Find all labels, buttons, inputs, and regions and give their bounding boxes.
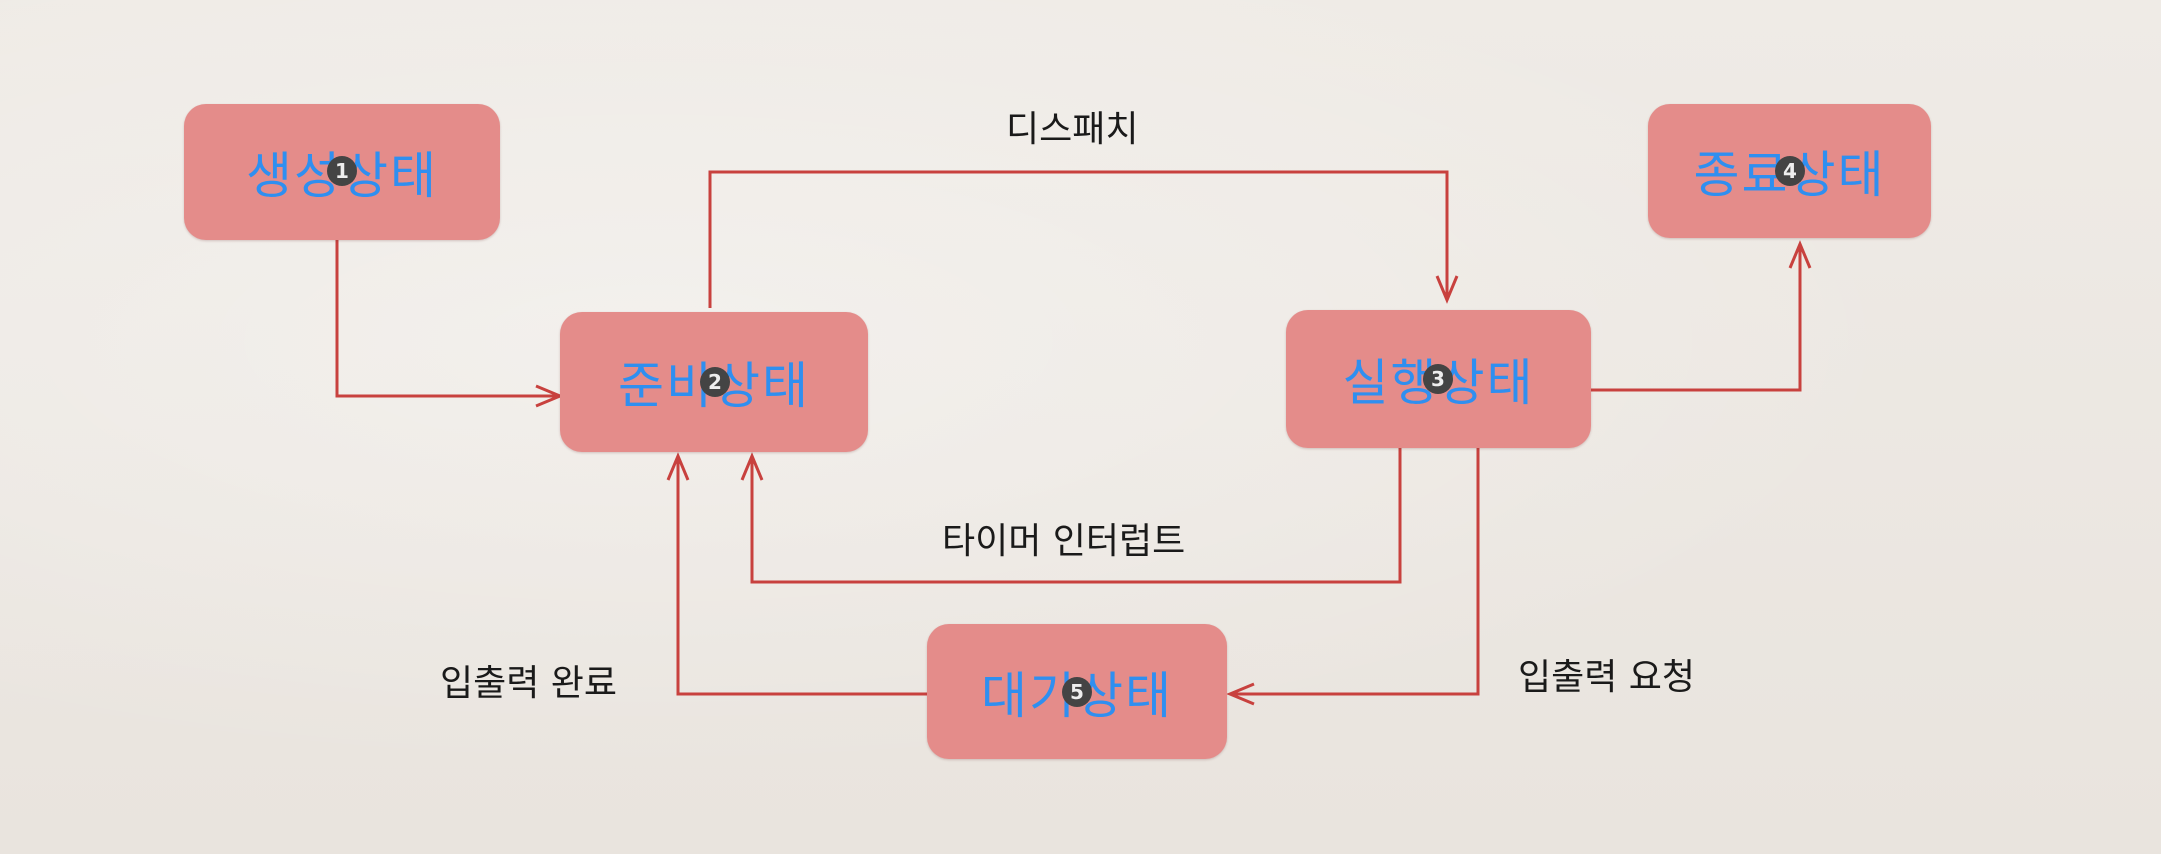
arrow-timer-interrupt: [740, 448, 1402, 584]
arrow-dispatch: [708, 170, 1459, 308]
step-badge-2: 2: [700, 367, 730, 397]
edge-label-io-complete: 입출력 완료: [440, 663, 618, 704]
state-node-terminated: 종료상태 4: [1648, 104, 1931, 238]
arrow-created-to-ready: [335, 240, 564, 408]
step-badge-4: 4: [1775, 156, 1805, 186]
state-node-running: 실행상태 3: [1286, 310, 1591, 448]
arrow-io-complete: [666, 452, 927, 696]
arrow-io-request: [1226, 448, 1480, 706]
state-node-ready: 준비상태 2: [560, 312, 868, 452]
step-badge-3: 3: [1423, 364, 1453, 394]
edge-label-timer-interrupt: 타이머 인터럽트: [942, 521, 1186, 562]
edge-label-dispatch: 디스패치: [1006, 109, 1139, 150]
step-badge-5: 5: [1062, 677, 1092, 707]
edge-label-io-request: 입출력 요청: [1518, 657, 1696, 698]
arrow-running-to-terminated: [1591, 240, 1812, 392]
state-node-created: 생성상태 1: [184, 104, 500, 240]
step-badge-1: 1: [327, 156, 357, 186]
state-node-waiting: 대기상태 5: [927, 624, 1227, 759]
